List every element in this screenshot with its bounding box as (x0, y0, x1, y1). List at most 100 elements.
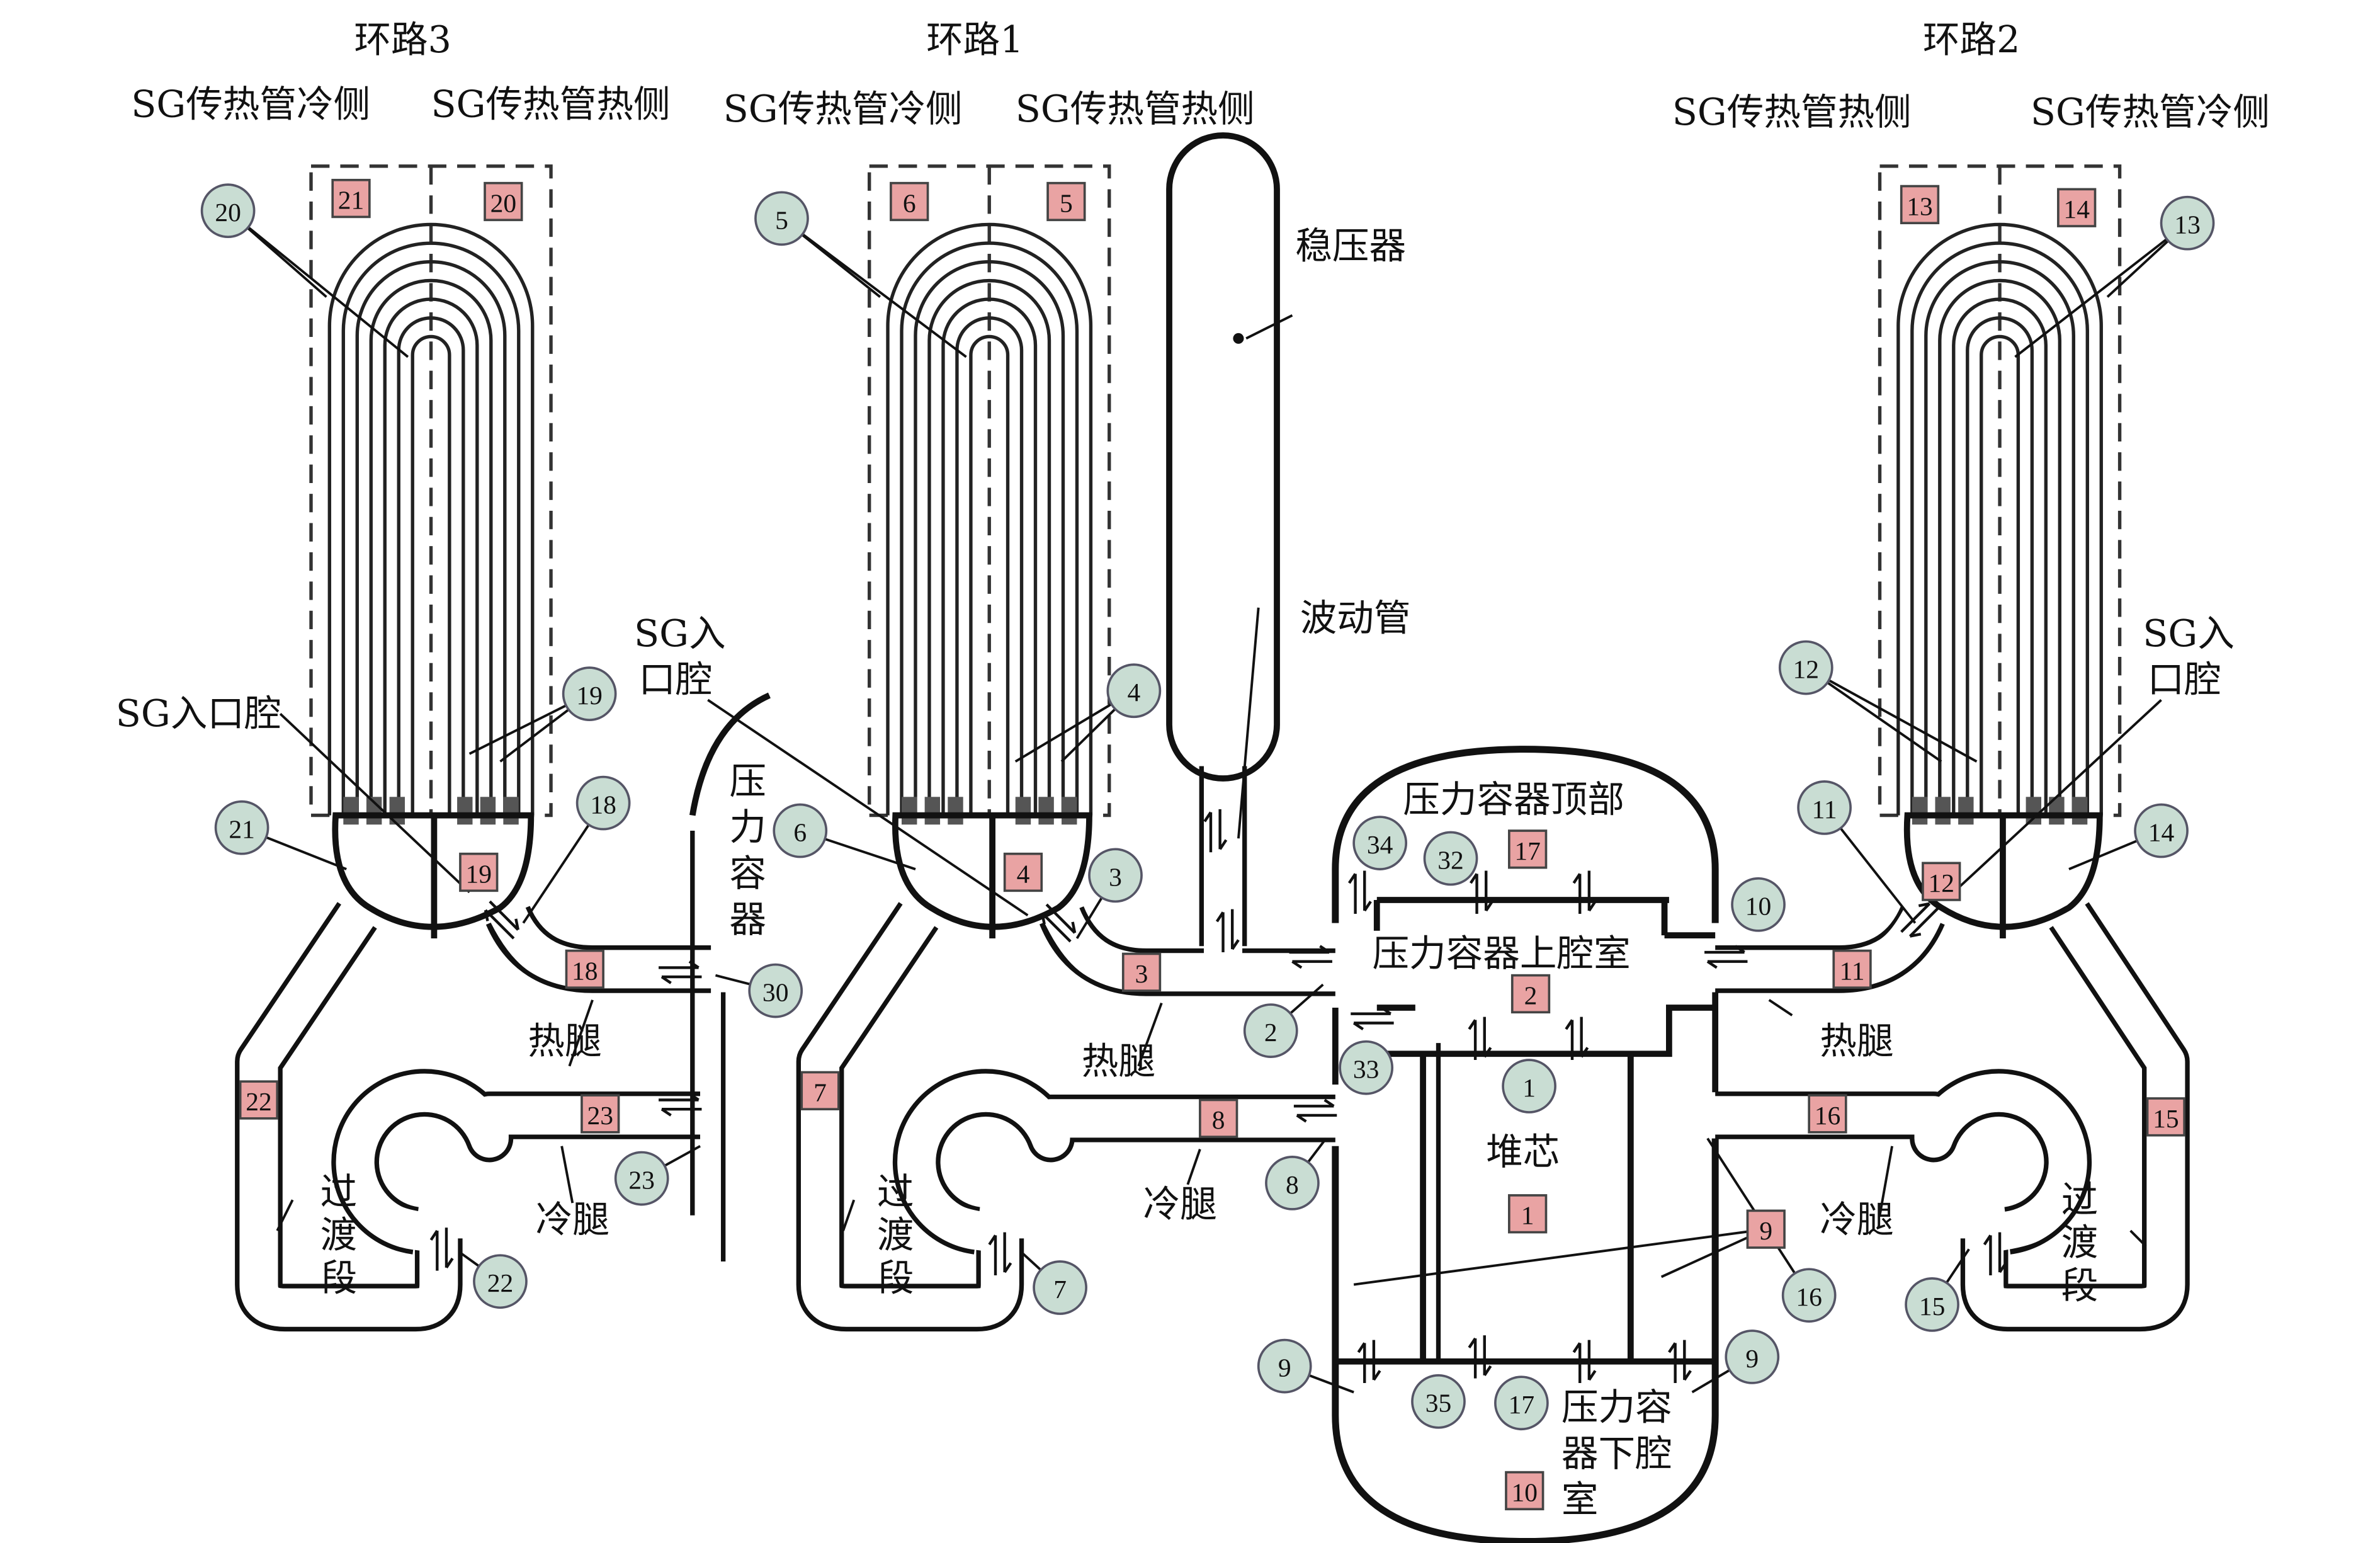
junction-label: 34 (1367, 830, 1393, 859)
volume-label: 20 (490, 188, 517, 217)
volume-box (2146, 1097, 2186, 1137)
transition-label-loop1-1: 过 (877, 1171, 914, 1214)
flow-arrow-icon (429, 1227, 454, 1271)
leader-line (1245, 314, 1293, 340)
tube-sheet-plug (1935, 797, 1951, 825)
leader-line (707, 698, 1029, 917)
volume-box (890, 181, 929, 222)
volume-label: 8 (1212, 1105, 1225, 1134)
volume-box (459, 852, 499, 892)
volume-node: 17 (1508, 829, 1548, 869)
volume-node: 2 (1510, 974, 1551, 1014)
junction-circle (1725, 1329, 1780, 1384)
leader-line (227, 210, 409, 358)
volume-box (484, 181, 523, 222)
volume-box (1900, 185, 1940, 225)
junction-circle (1781, 1268, 1837, 1323)
transition-label-loop2-3: 段 (2061, 1265, 2099, 1307)
tube-sheet-plug (948, 797, 963, 825)
junction-node: 3 (1088, 848, 1143, 903)
junction-circle (2134, 803, 2189, 858)
vessel-partial-label-2: 力 (729, 806, 766, 849)
volume-label: 21 (338, 186, 365, 215)
tube-sheet-plug (1958, 797, 1974, 825)
u-tube (900, 241, 1079, 816)
flow-arrow-icon (1203, 809, 1228, 853)
junction-circle (214, 800, 269, 855)
flow-arrow-icon (1215, 909, 1240, 953)
junction-node: 12 (1778, 640, 1833, 695)
volume-label: 19 (466, 859, 492, 888)
junction-label: 10 (1745, 892, 1772, 921)
leader-line (279, 712, 470, 894)
flow-arrow-icon (1704, 945, 1748, 969)
volume-box (1199, 1098, 1238, 1138)
sg-inlet-label-right-1: SG入 (2143, 612, 2235, 655)
junction-node: 9 (1257, 1338, 1312, 1394)
leader-line (1805, 666, 1942, 763)
junction-label: 4 (1127, 678, 1140, 707)
junction-node: 16 (1781, 1268, 1837, 1323)
junction-circle (1411, 1374, 1466, 1429)
volume-box (1121, 952, 1162, 992)
tube-sheet-plug (457, 797, 473, 825)
transition-label-loop3-1: 过 (320, 1171, 358, 1214)
volume-node: 11 (1832, 949, 1872, 989)
junction-circle (1243, 1003, 1298, 1058)
junction-circle (1257, 1338, 1312, 1394)
flow-arrow-icon (1668, 1340, 1692, 1383)
vessel-partial-label-4: 器 (729, 898, 766, 941)
flow-arrow-icon (1468, 1335, 1492, 1379)
loop2-sg-hot-label: SG传热管热侧 (1672, 91, 1912, 134)
volume-label: 17 (1514, 836, 1541, 865)
volume-box (1510, 974, 1551, 1014)
volume-node: 7 (800, 1071, 840, 1110)
junction-label: 2 (1264, 1018, 1278, 1047)
junction-label: 19 (576, 681, 603, 710)
junction-label: 7 (1053, 1275, 1067, 1304)
volume-node: 12 (1922, 862, 1961, 901)
volume-label: 12 (1928, 868, 1954, 897)
volume-label: 10 (1512, 1478, 1538, 1506)
junction-label: 17 (1509, 1390, 1535, 1419)
volume-label: 23 (587, 1101, 613, 1130)
junction-label: 12 (1793, 655, 1820, 684)
junction-circle (200, 183, 256, 239)
u-tube (411, 334, 451, 816)
volume-box (2057, 188, 2097, 227)
volume-label: 13 (1907, 191, 1933, 220)
u-tube (886, 222, 1093, 816)
junction-circle (773, 803, 828, 858)
transition-label-loop3-3: 段 (320, 1256, 358, 1299)
junction-circle (1088, 848, 1143, 903)
volume-node: 9 (1746, 1209, 1786, 1249)
junction-node: 17 (1494, 1375, 1549, 1431)
volume-node: 14 (2057, 188, 2097, 227)
junction-label: 3 (1109, 862, 1122, 891)
junction-circle (1797, 780, 1852, 835)
tube-sheet-plug (1015, 797, 1031, 825)
flow-arrow-icon (1293, 1098, 1337, 1123)
flow-arrow-icon (659, 960, 702, 984)
u-tube (927, 278, 1051, 816)
volume-box (1808, 1094, 1847, 1134)
junction-circle (1905, 1277, 1959, 1332)
junction-label: 5 (775, 205, 788, 234)
leader-line (781, 217, 967, 358)
junction-circle (1339, 1040, 1394, 1095)
junction-circle (562, 666, 617, 722)
tube-sheet-plug (901, 797, 917, 825)
volume-box (1508, 829, 1548, 869)
volume-label: 3 (1135, 959, 1148, 988)
volume-box (1922, 862, 1961, 901)
volume-node: 22 (239, 1080, 279, 1120)
transition-label-loop2-2: 渡 (2061, 1221, 2099, 1264)
flow-arrow-icon (988, 1232, 1012, 1275)
junction-label: 30 (762, 978, 789, 1007)
u-tube (355, 260, 507, 816)
flow-arrow-icon (1289, 945, 1332, 969)
leader-line (1237, 607, 1260, 839)
junction-node: 22 (473, 1254, 528, 1309)
lower-plenum-label-1: 压力容 (1561, 1386, 1672, 1429)
